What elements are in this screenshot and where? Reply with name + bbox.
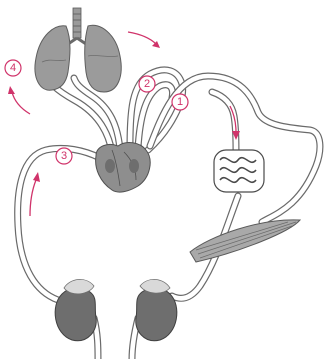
arrow-left-loop-icon xyxy=(30,172,40,216)
marker-2: 2 xyxy=(139,76,155,92)
muscle-icon xyxy=(190,220,300,262)
arrow-left-icon xyxy=(8,86,30,114)
svg-text:2: 2 xyxy=(144,78,150,90)
svg-text:3: 3 xyxy=(61,150,67,162)
arrow-top-icon xyxy=(128,32,160,48)
heart-icon xyxy=(96,143,151,193)
marker-4: 4 xyxy=(5,60,21,76)
intestine-icon xyxy=(214,150,264,192)
kidney-left-icon xyxy=(55,279,96,340)
svg-text:4: 4 xyxy=(10,62,16,74)
marker-1: 1 xyxy=(172,94,188,110)
marker-3: 3 xyxy=(56,148,72,164)
svg-text:1: 1 xyxy=(177,96,183,108)
kidney-right-icon xyxy=(136,279,177,340)
